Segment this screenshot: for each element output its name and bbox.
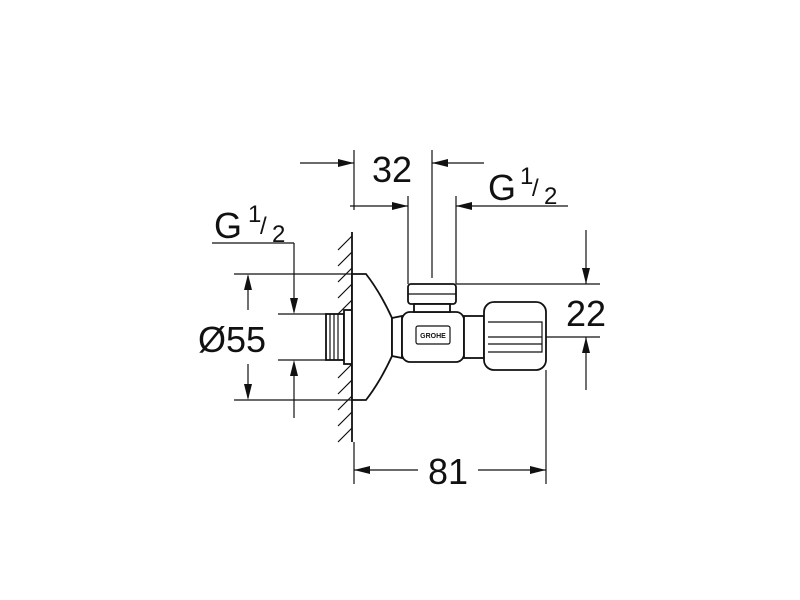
outlet-thread-slash: / [532, 175, 539, 202]
valve-handle [483, 301, 547, 371]
dimension-22: 22 [456, 230, 606, 390]
grohe-logo: GROHE [415, 325, 451, 345]
inlet-thread-slash: / [260, 213, 267, 240]
outlet-nut [407, 283, 457, 313]
inlet-thread-numerator: 1 [248, 201, 261, 228]
outlet-thread-callout: G 1 / 2 [350, 163, 568, 284]
inlet-thread-letter: G [214, 205, 242, 246]
inlet-thread-callout: G 1 / 2 [212, 201, 326, 418]
logo-text: GROHE [420, 333, 446, 340]
dimension-32: 32 [300, 149, 484, 278]
dimension-diameter-label: Ø55 [198, 319, 266, 360]
inlet-thread-denominator: 2 [272, 221, 285, 248]
dimension-diameter-55: Ø55 [198, 273, 352, 401]
dimension-81: 81 [353, 370, 547, 492]
dimension-22-label: 22 [566, 293, 606, 334]
dimension-81-label: 81 [428, 451, 468, 492]
outlet-thread-denominator: 2 [544, 183, 557, 210]
inlet-thread [325, 309, 353, 365]
rosette [351, 273, 393, 401]
outlet-thread-letter: G [488, 167, 516, 208]
dimension-32-label: 32 [372, 149, 412, 190]
outlet-thread-numerator: 1 [520, 163, 533, 190]
